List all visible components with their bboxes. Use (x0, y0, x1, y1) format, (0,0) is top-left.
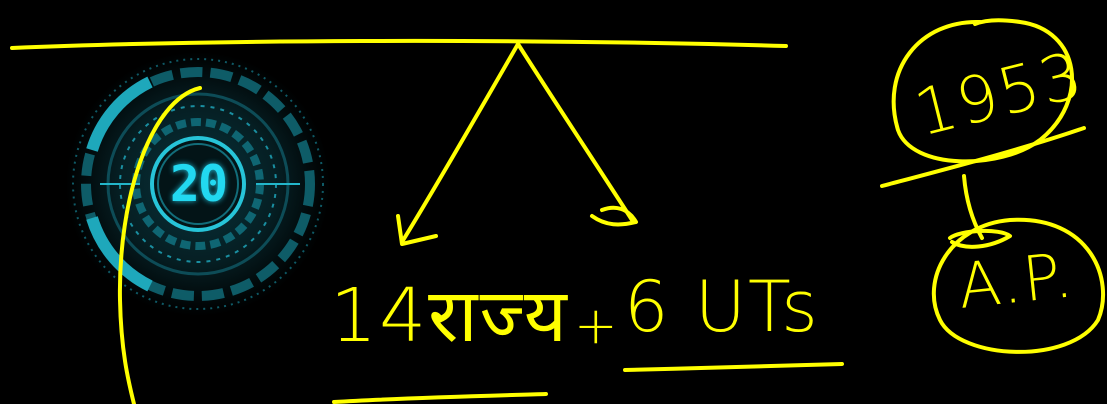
ellipse-state (931, 217, 1106, 354)
underline-uts (623, 362, 844, 372)
arrowhead-right (590, 205, 638, 227)
label-plus: + (574, 296, 620, 356)
arrowhead-left (396, 214, 438, 246)
label-states: 14राज्य (330, 273, 569, 359)
ellipse-year (891, 18, 1075, 164)
branch-left (400, 42, 520, 244)
connector-loop (948, 228, 1012, 249)
label-state-name: A.P. (954, 238, 1078, 323)
label-uts: 6 UTs (624, 266, 820, 348)
underline-states (332, 392, 548, 404)
underline-year (880, 126, 1086, 188)
branch-right (516, 42, 634, 222)
timer-value: 20 (169, 155, 228, 213)
top-line (10, 38, 788, 50)
bracket-curve (117, 86, 202, 404)
